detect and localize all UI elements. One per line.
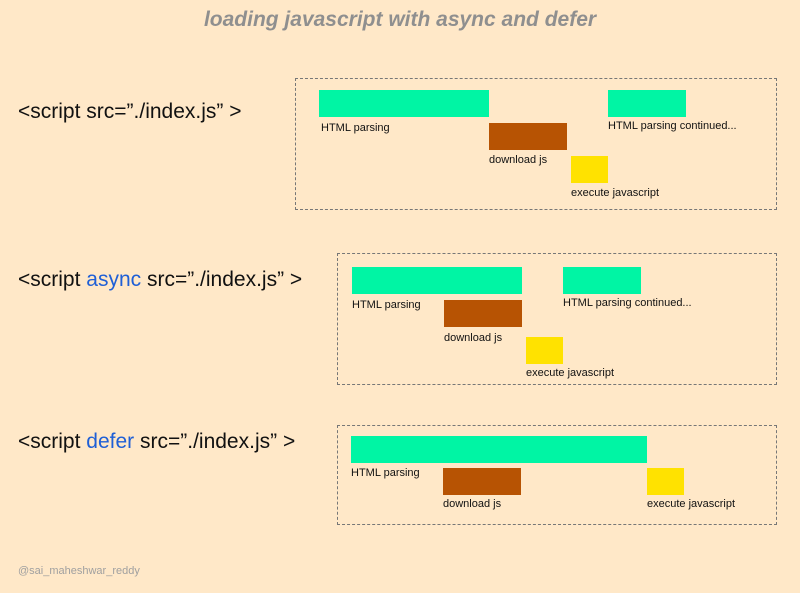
code-plain-script: <script src=”./index.js” > — [18, 100, 241, 124]
keyword-defer: defer — [86, 430, 135, 453]
code-text-post: src=”./index.js” > — [141, 268, 303, 291]
label-download-js: download js — [489, 154, 548, 166]
author-credit: @sai_maheshwar_reddy — [18, 565, 140, 577]
label-execute-js: execute javascript — [526, 367, 615, 379]
label-download-js: download js — [444, 332, 503, 344]
label-execute-js: execute javascript — [647, 498, 736, 510]
label-html-parsing-continued: HTML parsing continued... — [563, 297, 692, 309]
label-html-parsing: HTML parsing — [352, 299, 421, 311]
bar-download-js — [444, 300, 522, 327]
label-execute-js: execute javascript — [571, 187, 660, 199]
code-text-post: src=”./index.js” > — [134, 430, 296, 453]
timeline-async: HTML parsing download js execute javascr… — [337, 253, 777, 385]
code-text: <script src=”./index.js” > — [18, 100, 242, 123]
bar-execute-js — [526, 337, 563, 364]
bar-html-parsing — [351, 436, 647, 463]
timeline-defer: HTML parsing download js execute javascr… — [337, 425, 777, 525]
bar-html-parsing — [319, 90, 489, 117]
timeline-plain: HTML parsing download js execute javascr… — [295, 78, 777, 210]
label-html-parsing-continued: HTML parsing continued... — [608, 120, 737, 132]
diagram-title: loading javascript with async and defer — [203, 8, 597, 31]
label-html-parsing: HTML parsing — [321, 122, 390, 134]
bar-html-parsing — [352, 267, 522, 294]
bar-download-js — [443, 468, 521, 495]
code-text-pre: <script — [18, 430, 87, 453]
label-download-js: download js — [443, 498, 502, 510]
code-text-pre: <script — [18, 268, 87, 291]
bar-execute-js — [571, 156, 608, 183]
bar-download-js — [489, 123, 567, 150]
bar-html-parsing-continued — [563, 267, 641, 294]
label-html-parsing: HTML parsing — [351, 467, 420, 479]
code-defer-script: <script defer src=”./index.js” > — [18, 430, 295, 454]
bar-html-parsing-continued — [608, 90, 686, 117]
code-async-script: <script async src=”./index.js” > — [18, 268, 302, 292]
keyword-async: async — [86, 268, 142, 291]
bar-execute-js — [647, 468, 684, 495]
